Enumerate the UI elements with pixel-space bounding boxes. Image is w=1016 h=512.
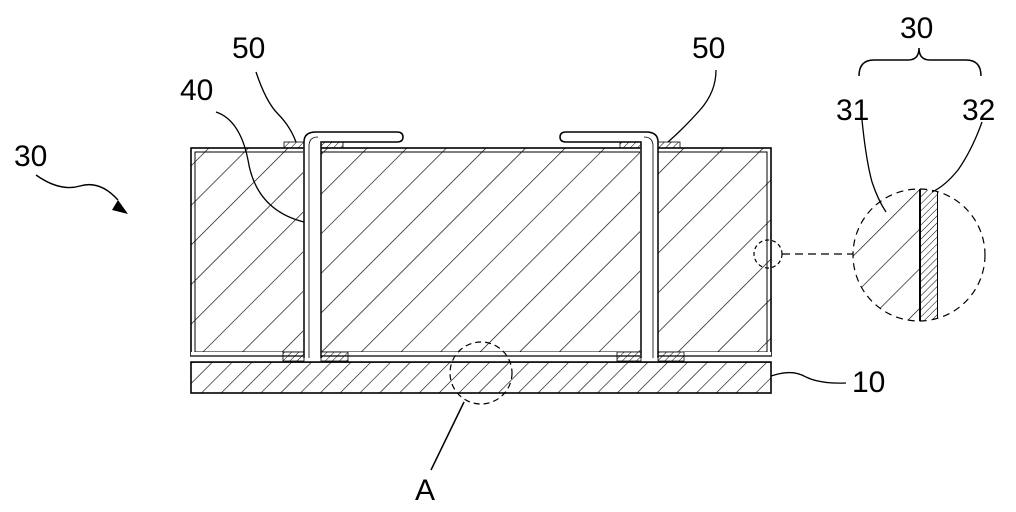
label-pad-50-right: 50 — [692, 32, 725, 65]
label-pad-50-left: 50 — [232, 32, 265, 65]
label-core-31: 31 — [836, 94, 869, 127]
label-detail-a: A — [415, 474, 435, 507]
label-coating-32: 32 — [962, 94, 995, 127]
enlarged-detail-view — [850, 185, 998, 325]
label-detail-30: 30 — [900, 12, 933, 45]
label-assembly-30: 30 — [14, 140, 47, 173]
body-block-30 — [191, 148, 771, 362]
brace-30 — [859, 48, 981, 76]
label-substrate-10: 10 — [852, 366, 885, 399]
label-via-40: 40 — [180, 74, 213, 107]
substrate-layer-10 — [191, 362, 771, 393]
